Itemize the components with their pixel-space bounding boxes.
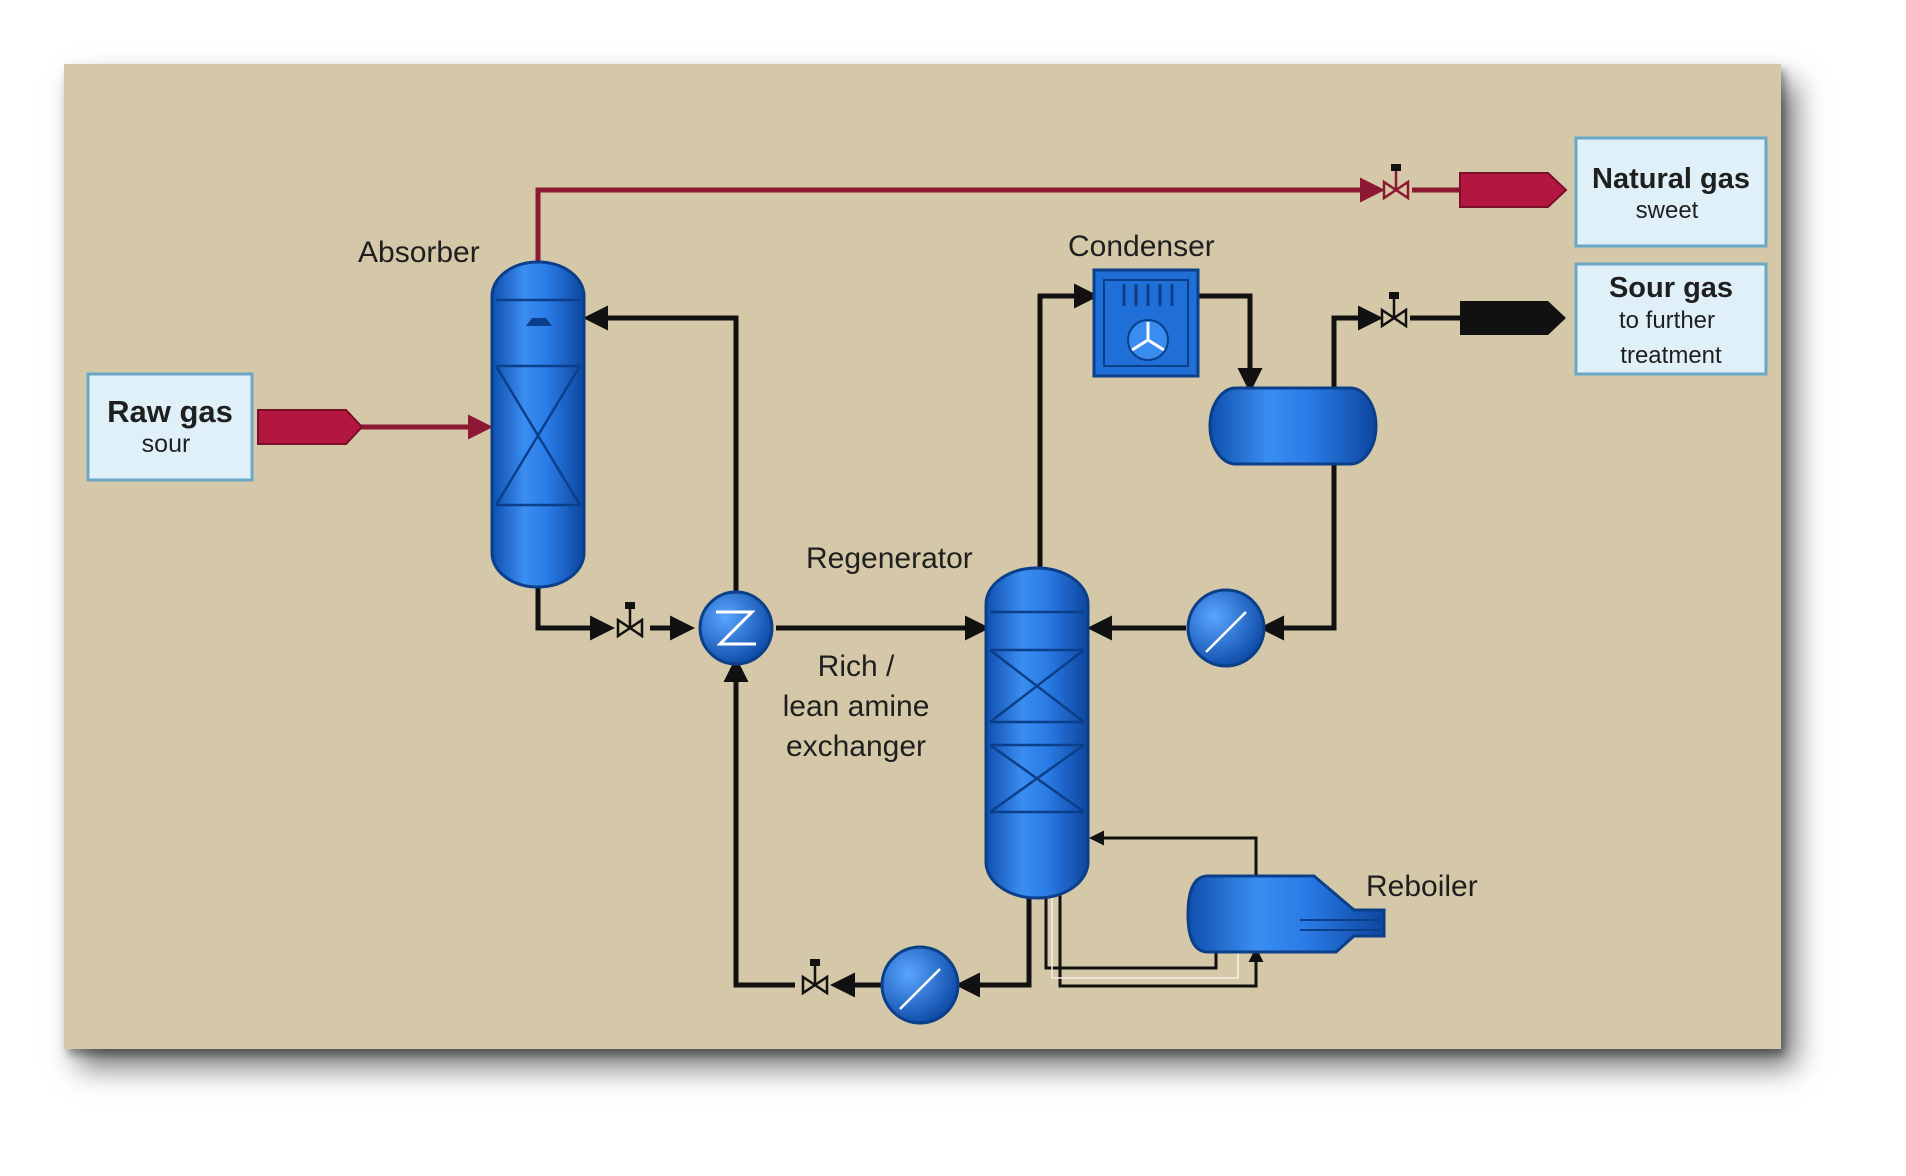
diagram-panel: [64, 64, 1781, 1049]
natural-gas-subtitle: sweet: [1636, 197, 1699, 224]
exchanger-label-line3: exchanger: [786, 730, 926, 763]
valve-sour-gas: [1380, 292, 1408, 329]
regenerator-overhead: [1037, 283, 1099, 570]
sour-gas-title: Sour gas: [1609, 272, 1733, 304]
sour-gas-subtitle-line1: to further: [1619, 307, 1715, 334]
sour-gas-box: Sour gas to further treatment: [1574, 262, 1768, 376]
sour-gas-subtitle-line2: treatment: [1620, 342, 1722, 369]
reboiler-feed: [1058, 895, 1264, 988]
reboiler-unit: [1186, 874, 1386, 954]
absorber-column: [490, 260, 586, 589]
reboiler-return: [1089, 830, 1258, 876]
lean-amine-from-regenerator: [955, 895, 1032, 998]
natural-gas-box: Natural gas sweet: [1574, 136, 1768, 248]
lean-amine-to-exchanger: [723, 657, 795, 988]
rich-amine-line: [535, 584, 615, 641]
drum-to-sour-gas: [1331, 305, 1383, 388]
reflux-drum: [1208, 386, 1378, 466]
reboiler-feed-2: [1044, 895, 1218, 970]
reflux-line: [1259, 462, 1337, 641]
valve-sweet-gas: [1382, 164, 1410, 201]
exchanger-label-line1: Rich /: [818, 650, 895, 683]
condenser-label: Condenser: [1068, 230, 1215, 263]
condenser-unit: [1092, 268, 1200, 378]
valve-lean-amine: [801, 959, 829, 996]
lean-amine-to-absorber: [583, 305, 739, 598]
condenser-to-drum: [1196, 293, 1263, 393]
absorber-label: Absorber: [358, 236, 480, 269]
sour-gas-arrow: [1460, 301, 1566, 335]
regenerator-label: Regenerator: [806, 542, 973, 575]
natural-gas-arrow: [1459, 172, 1568, 208]
exchanger-label-line2: lean amine: [783, 690, 930, 723]
raw-gas-subtitle: sour: [142, 430, 191, 458]
sweet-gas-line: [535, 177, 1385, 278]
lean-amine-pump: [880, 945, 960, 1025]
raw-gas-box: Raw gas sour: [86, 372, 254, 482]
valve-rich-amine: [616, 602, 644, 639]
rich-lean-exchanger: [698, 590, 774, 666]
natural-gas-title: Natural gas: [1592, 163, 1750, 195]
reboiler-label: Reboiler: [1366, 870, 1478, 903]
regenerator-column: [984, 566, 1090, 900]
raw-gas-arrow: [257, 409, 364, 445]
raw-gas-title: Raw gas: [107, 394, 233, 429]
reflux-pump: [1186, 588, 1266, 668]
